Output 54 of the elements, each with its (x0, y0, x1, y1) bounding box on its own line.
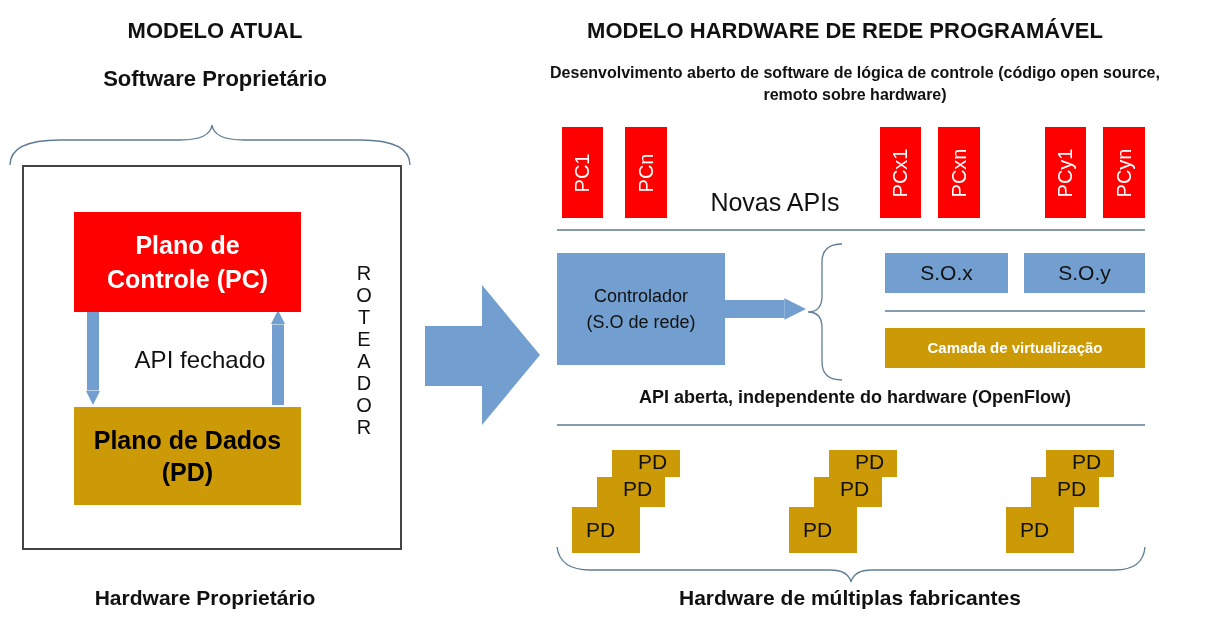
node-label: PD (623, 478, 653, 500)
description: Desenvolvimento aberto de software de lógica de controle (código open source, remoto sobre hardware) (549, 63, 1161, 105)
data-plane-card (1046, 450, 1114, 477)
node-label: Camada de virtualização (927, 337, 1103, 358)
annotation: API fechado (133, 345, 267, 375)
node-label: PD (1057, 478, 1087, 500)
node-label: S.O.x (920, 260, 973, 287)
virtualization-layer-box (885, 328, 1145, 368)
router-box (22, 165, 402, 550)
data-plane-box (74, 407, 301, 505)
data-plane-card (1006, 507, 1074, 553)
control-box (880, 127, 921, 218)
subheading: Software Proprietário (102, 65, 328, 93)
os-box (885, 253, 1008, 293)
node-label: Plano de Dados (PD) (92, 425, 283, 488)
node-label: PCy1 (1053, 148, 1078, 197)
heading: MODELO ATUAL (126, 17, 304, 45)
node-label: PCx1 (888, 148, 913, 197)
node-label: PD (586, 519, 616, 541)
control-plane-box (74, 212, 301, 312)
node-label: PD (1072, 451, 1102, 473)
controller-box (557, 253, 725, 365)
node-label: S.O.y (1058, 260, 1111, 287)
control-box (1045, 127, 1086, 218)
control-box (938, 127, 980, 218)
node-label: PCxn (947, 148, 971, 197)
node-label: PD (840, 478, 870, 500)
node-label: PCn (634, 153, 658, 192)
data-plane-card (829, 450, 897, 477)
subheading: Hardware de múltiplas fabricantes (678, 585, 1022, 611)
annotation: API aberta, independente do hardware (OpenFlow) (637, 386, 1073, 409)
os-box (1024, 253, 1145, 293)
curly-brace (806, 242, 844, 382)
block-arrow (270, 310, 286, 405)
node-label: PD (855, 451, 885, 473)
control-box (1103, 127, 1145, 218)
node-label: PCyn (1112, 148, 1136, 197)
heading: MODELO HARDWARE DE REDE PROGRAMÁVEL (586, 17, 1104, 45)
node-label: PD (1020, 519, 1050, 541)
control-box (562, 127, 603, 218)
node-label: Plano de Controle (PC) (105, 230, 270, 295)
control-box (625, 127, 667, 218)
data-plane-card (789, 507, 857, 553)
block-arrow (85, 310, 101, 405)
node-label: PD (803, 519, 833, 541)
data-plane-card (572, 507, 640, 553)
annotation: Novas APIs (709, 187, 841, 218)
data-plane-card (612, 450, 680, 477)
block-arrow (725, 298, 806, 320)
vertical-label: ROTEADOR (355, 262, 373, 438)
node-label: PD (638, 451, 668, 473)
node-label: PC1 (570, 153, 595, 192)
subheading: Hardware Proprietário (93, 585, 317, 611)
node-label: Controlador (S.O de rede) (585, 285, 697, 334)
